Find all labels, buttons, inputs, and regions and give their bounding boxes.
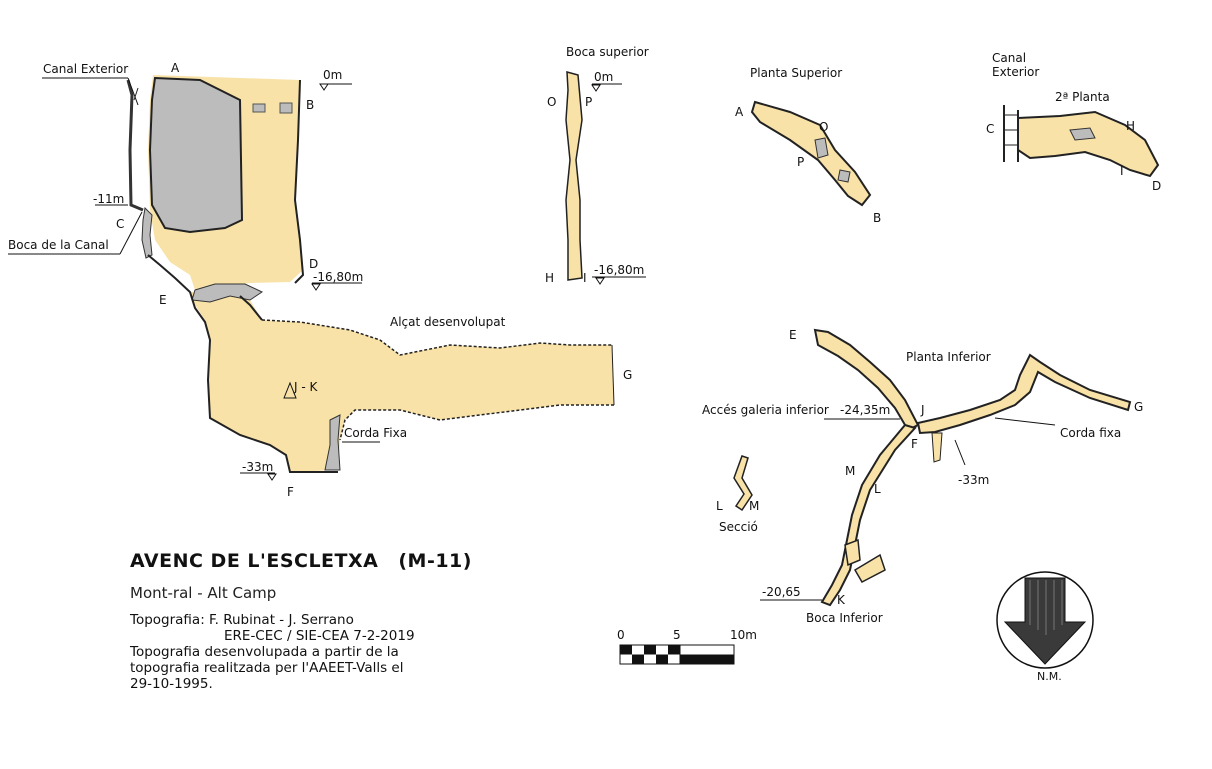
label-canal: Canal xyxy=(992,51,1026,65)
section-op: Boca superior 0m -16,80m O P H I xyxy=(545,45,649,285)
label-planta-inferior: Planta Inferior xyxy=(906,350,991,364)
segona-planta: Canal Exterior 2ª Planta C H I D xyxy=(986,51,1161,193)
label-boca-superior: Boca superior xyxy=(566,45,649,59)
pi-point-e: E xyxy=(789,328,797,342)
point-g: G xyxy=(623,368,632,382)
cave-name: AVENC DE L'ESCLETXA xyxy=(130,550,379,572)
pi-point-k: K xyxy=(837,593,846,607)
sec-point-l: L xyxy=(716,499,723,513)
label-depth-0: 0m xyxy=(323,68,342,82)
north-arrow-icon xyxy=(996,571,1094,669)
pi-point-m: M xyxy=(845,464,855,478)
title-block: AVENC DE L'ESCLETXA (M-11) Mont-ral - Alt… xyxy=(130,550,570,692)
pi-point-f: F xyxy=(911,437,918,451)
scale-label-10: 10m xyxy=(730,628,757,642)
scale-label-5: 5 xyxy=(673,628,681,642)
point-e: E xyxy=(159,293,167,307)
scale-label-0: 0 xyxy=(617,628,625,642)
planta-inferior: Planta Inferior Accés galeria inferior -… xyxy=(702,328,1143,625)
credits-line-5: 29-10-1995. xyxy=(130,676,213,692)
point-b: B xyxy=(306,98,314,112)
ps-point-p: P xyxy=(797,155,804,169)
sp-point-i: I xyxy=(1120,164,1124,178)
label-jk: J - K xyxy=(293,380,318,394)
ps-point-a: A xyxy=(735,105,744,119)
point-a: A xyxy=(171,61,180,75)
scale-bar xyxy=(619,644,735,665)
sp-point-c: C xyxy=(986,122,994,136)
point-i: I xyxy=(583,271,587,285)
elevation-cave-body xyxy=(148,75,614,472)
label-depth-11: -11m xyxy=(93,192,124,206)
label-op-depth-0: 0m xyxy=(594,70,613,84)
label-corda-fixa: Corda Fixa xyxy=(344,426,407,440)
label-depth-33: -33m xyxy=(242,460,273,474)
label-pi-depth-33: -33m xyxy=(958,473,989,487)
point-h: H xyxy=(545,271,554,285)
point-c: C xyxy=(116,217,124,231)
elevation-rock-block xyxy=(148,76,244,234)
label-depth-1680: -16,80m xyxy=(313,270,363,284)
label-segona-planta: 2ª Planta xyxy=(1055,90,1110,104)
label-depth-2065: -20,65 xyxy=(762,585,801,599)
sp-point-d: D xyxy=(1152,179,1161,193)
label-pi-corda-fixa: Corda fixa xyxy=(1060,426,1121,440)
label-depth-2435: -24,35m xyxy=(840,403,890,417)
cave-code: (M-11) xyxy=(398,550,472,572)
credits-line-4: topografia realitzada per l'AAEET-Valls … xyxy=(130,660,404,676)
point-o: O xyxy=(547,95,556,109)
credits-line-1: Topografia: F. Rubinat - J. Serrano xyxy=(130,612,354,628)
elevation-profile: Canal Exterior Boca de la Canal 0m -11m … xyxy=(8,61,632,499)
point-f: F xyxy=(287,485,294,499)
location: Mont-ral - Alt Camp xyxy=(130,584,277,602)
label-acces-galeria: Accés galeria inferior xyxy=(702,403,829,417)
label-canal-exterior: Canal Exterior xyxy=(43,62,128,76)
label-alcat: Alçat desenvolupat xyxy=(390,315,506,329)
point-d: D xyxy=(309,257,318,271)
pi-point-l: L xyxy=(874,482,881,496)
credits-line-2: ERE-CEC / SIE-CEA 7-2-2019 xyxy=(224,628,415,644)
ps-point-o: O xyxy=(819,120,828,134)
point-p: P xyxy=(585,95,592,109)
ps-point-b: B xyxy=(873,211,881,225)
planta-superior: Planta Superior A O P B xyxy=(735,66,881,225)
label-boca-inferior: Boca Inferior xyxy=(806,611,883,625)
credits: Topografia: F. Rubinat - J. Serrano ERE-… xyxy=(130,612,570,692)
label-seccio: Secció xyxy=(719,520,758,534)
credits-line-3: Topografia desenvolupada a partir de la xyxy=(130,644,399,660)
sp-point-h: H xyxy=(1126,119,1135,133)
pi-point-g: G xyxy=(1134,400,1143,414)
seccio-lm: L M Secció xyxy=(716,455,759,534)
label-planta-superior: Planta Superior xyxy=(750,66,842,80)
label-exterior: Exterior xyxy=(992,65,1039,79)
label-op-depth-1680: -16,80m xyxy=(594,263,644,277)
scale-labels: 0 5 10m xyxy=(612,628,762,644)
map-title: AVENC DE L'ESCLETXA (M-11) xyxy=(130,550,570,572)
label-boca-canal: Boca de la Canal xyxy=(8,238,109,252)
sec-point-m: M xyxy=(749,499,759,513)
north-label: N.M. xyxy=(1037,670,1062,683)
pi-point-j: J xyxy=(920,403,925,417)
